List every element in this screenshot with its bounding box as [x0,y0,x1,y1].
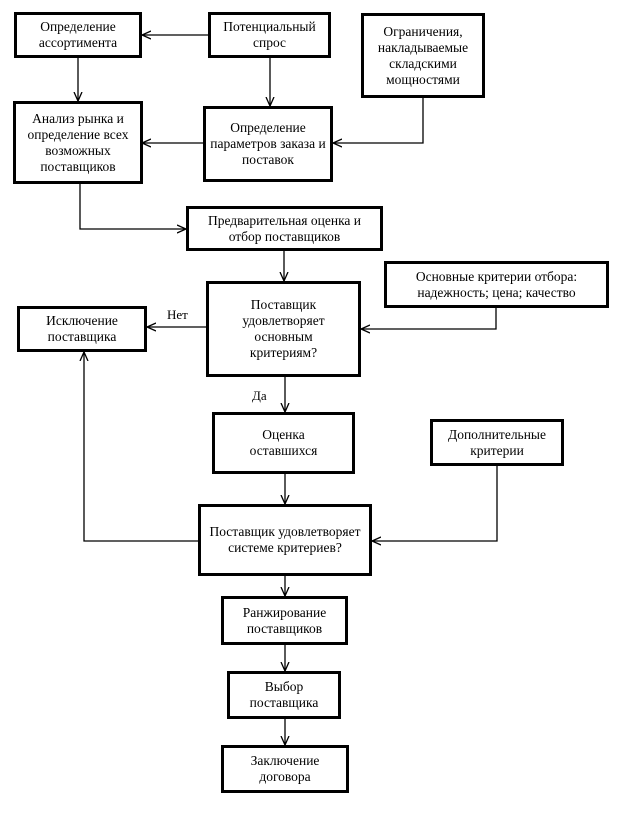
node-order-parameters: Определение параметров заказа и поставок [203,106,333,182]
node-main-criteria: Основные критерии отбора: надежность; це… [384,261,609,308]
edge-label-no: Нет [167,307,188,322]
node-market-analysis: Анализ рынка и определение всех возможны… [13,101,143,184]
node-ranking: Ранжирование поставщиков [221,596,348,645]
node-warehouse-constraints: Ограничения, накладываемые складскими мо… [361,13,485,98]
edge-market-prelim [79,184,186,229]
node-contract: Заключение договора [221,745,349,793]
edge-label-yes: Да [252,388,267,403]
node-decision-system-criteria: Поставщик удовлетворяет системе критерие… [198,504,372,576]
node-choice: Выбор поставщика [227,671,341,719]
node-decision-main-criteria: Поставщик удовлетворяет основным критери… [206,281,361,377]
node-exclude-supplier: Исключение поставщика [17,306,147,352]
node-preliminary-selection: Предварительная оценка и отбор поставщик… [186,206,383,251]
node-assortment: Определение ассортимента [14,12,142,58]
edge-extracriteria-decision2 [372,466,498,541]
edge-maincriteria-decision1 [361,308,497,329]
node-potential-demand: Потенциальный спрос [208,12,331,58]
edge-decision2-exclude [84,352,198,542]
node-evaluate-remaining: Оценка оставшихся [212,412,355,474]
node-additional-criteria: Дополнительные критерии [430,419,564,466]
edge-constraints-orderparams [333,98,424,143]
